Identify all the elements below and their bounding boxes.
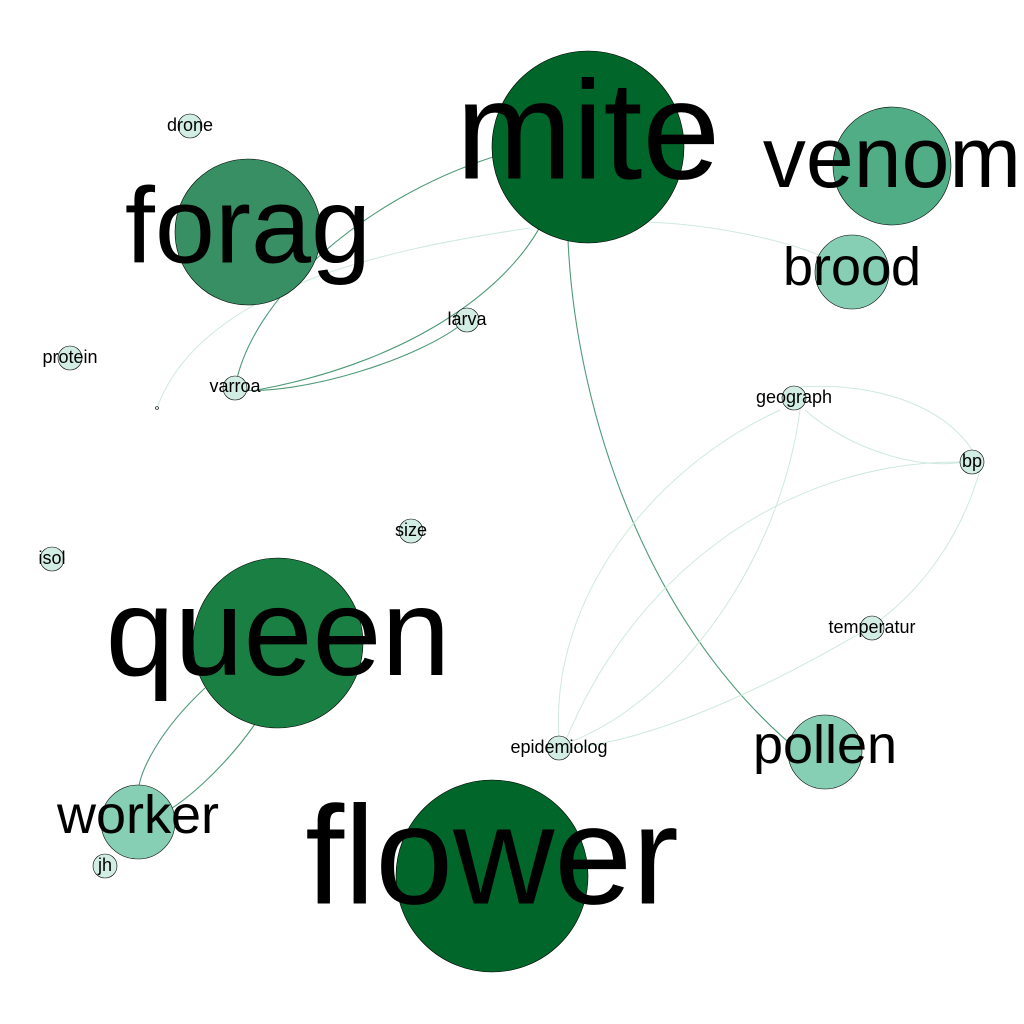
edge-geograph-epidemiolog	[567, 409, 801, 744]
node-larva	[454, 307, 480, 333]
label-brood: brood	[783, 237, 921, 297]
label-layer: mite flower queen forag venom brood pollen work…	[38, 52, 1021, 934]
label-isol: isol	[38, 548, 65, 568]
edge-layer	[137, 156, 981, 816]
node-flower	[395, 779, 589, 973]
edge-geograph-bp	[804, 409, 963, 465]
node-geograph	[781, 385, 807, 411]
label-mite: mite	[456, 52, 720, 209]
label-geograph: geograph	[756, 387, 832, 407]
node-queen	[192, 557, 364, 729]
node-mite	[491, 50, 685, 244]
label-jh: jh	[97, 855, 112, 875]
node-protein	[57, 345, 83, 371]
node-venom	[832, 106, 952, 226]
label-venom: venom	[763, 110, 1021, 206]
node-worker	[100, 784, 176, 860]
node-temperatur	[859, 615, 885, 641]
node-bp	[959, 449, 985, 475]
node-dot	[155, 406, 159, 410]
label-drone: drone	[167, 115, 213, 135]
edge-geograph-bp	[789, 385, 973, 451]
node-drone	[177, 113, 203, 139]
node-pollen	[787, 714, 863, 790]
node-varroa	[222, 375, 248, 401]
label-flower: flower	[305, 777, 678, 934]
edge-geograph-epidemiolog	[557, 409, 781, 739]
label-size: size	[395, 520, 427, 540]
edge-larva-varroa	[239, 319, 468, 392]
node-size	[398, 518, 424, 544]
label-queen: queen	[106, 564, 451, 702]
label-larva: larva	[447, 309, 487, 329]
node-isol	[39, 546, 65, 572]
edge-temperatur-epidemiolog	[569, 631, 863, 749]
label-pollen: pollen	[753, 715, 897, 775]
edge-mite-varroa	[234, 156, 494, 389]
label-bp: bp	[962, 451, 982, 471]
edge-bp-epidemiolog	[564, 461, 963, 743]
node-brood	[814, 234, 890, 310]
label-epidemiolog: epidemiolog	[510, 737, 607, 757]
edge-mite-brood	[617, 221, 836, 263]
label-protein: protein	[42, 347, 97, 367]
edge-mite-larva	[256, 209, 549, 391]
node-layer	[39, 50, 985, 973]
edge-queen-worker	[137, 687, 206, 793]
label-forag: forag	[125, 165, 371, 286]
node-epidemiolog	[546, 735, 572, 761]
node-jh	[92, 853, 118, 879]
edge-mite-dot	[156, 227, 531, 409]
label-temperatur: temperatur	[828, 617, 915, 637]
label-varroa: varroa	[209, 376, 261, 396]
edge-bp-temperatur	[879, 469, 981, 621]
label-worker: worker	[56, 785, 219, 845]
node-forag	[174, 158, 322, 306]
edge-mite-pollen	[567, 239, 801, 753]
